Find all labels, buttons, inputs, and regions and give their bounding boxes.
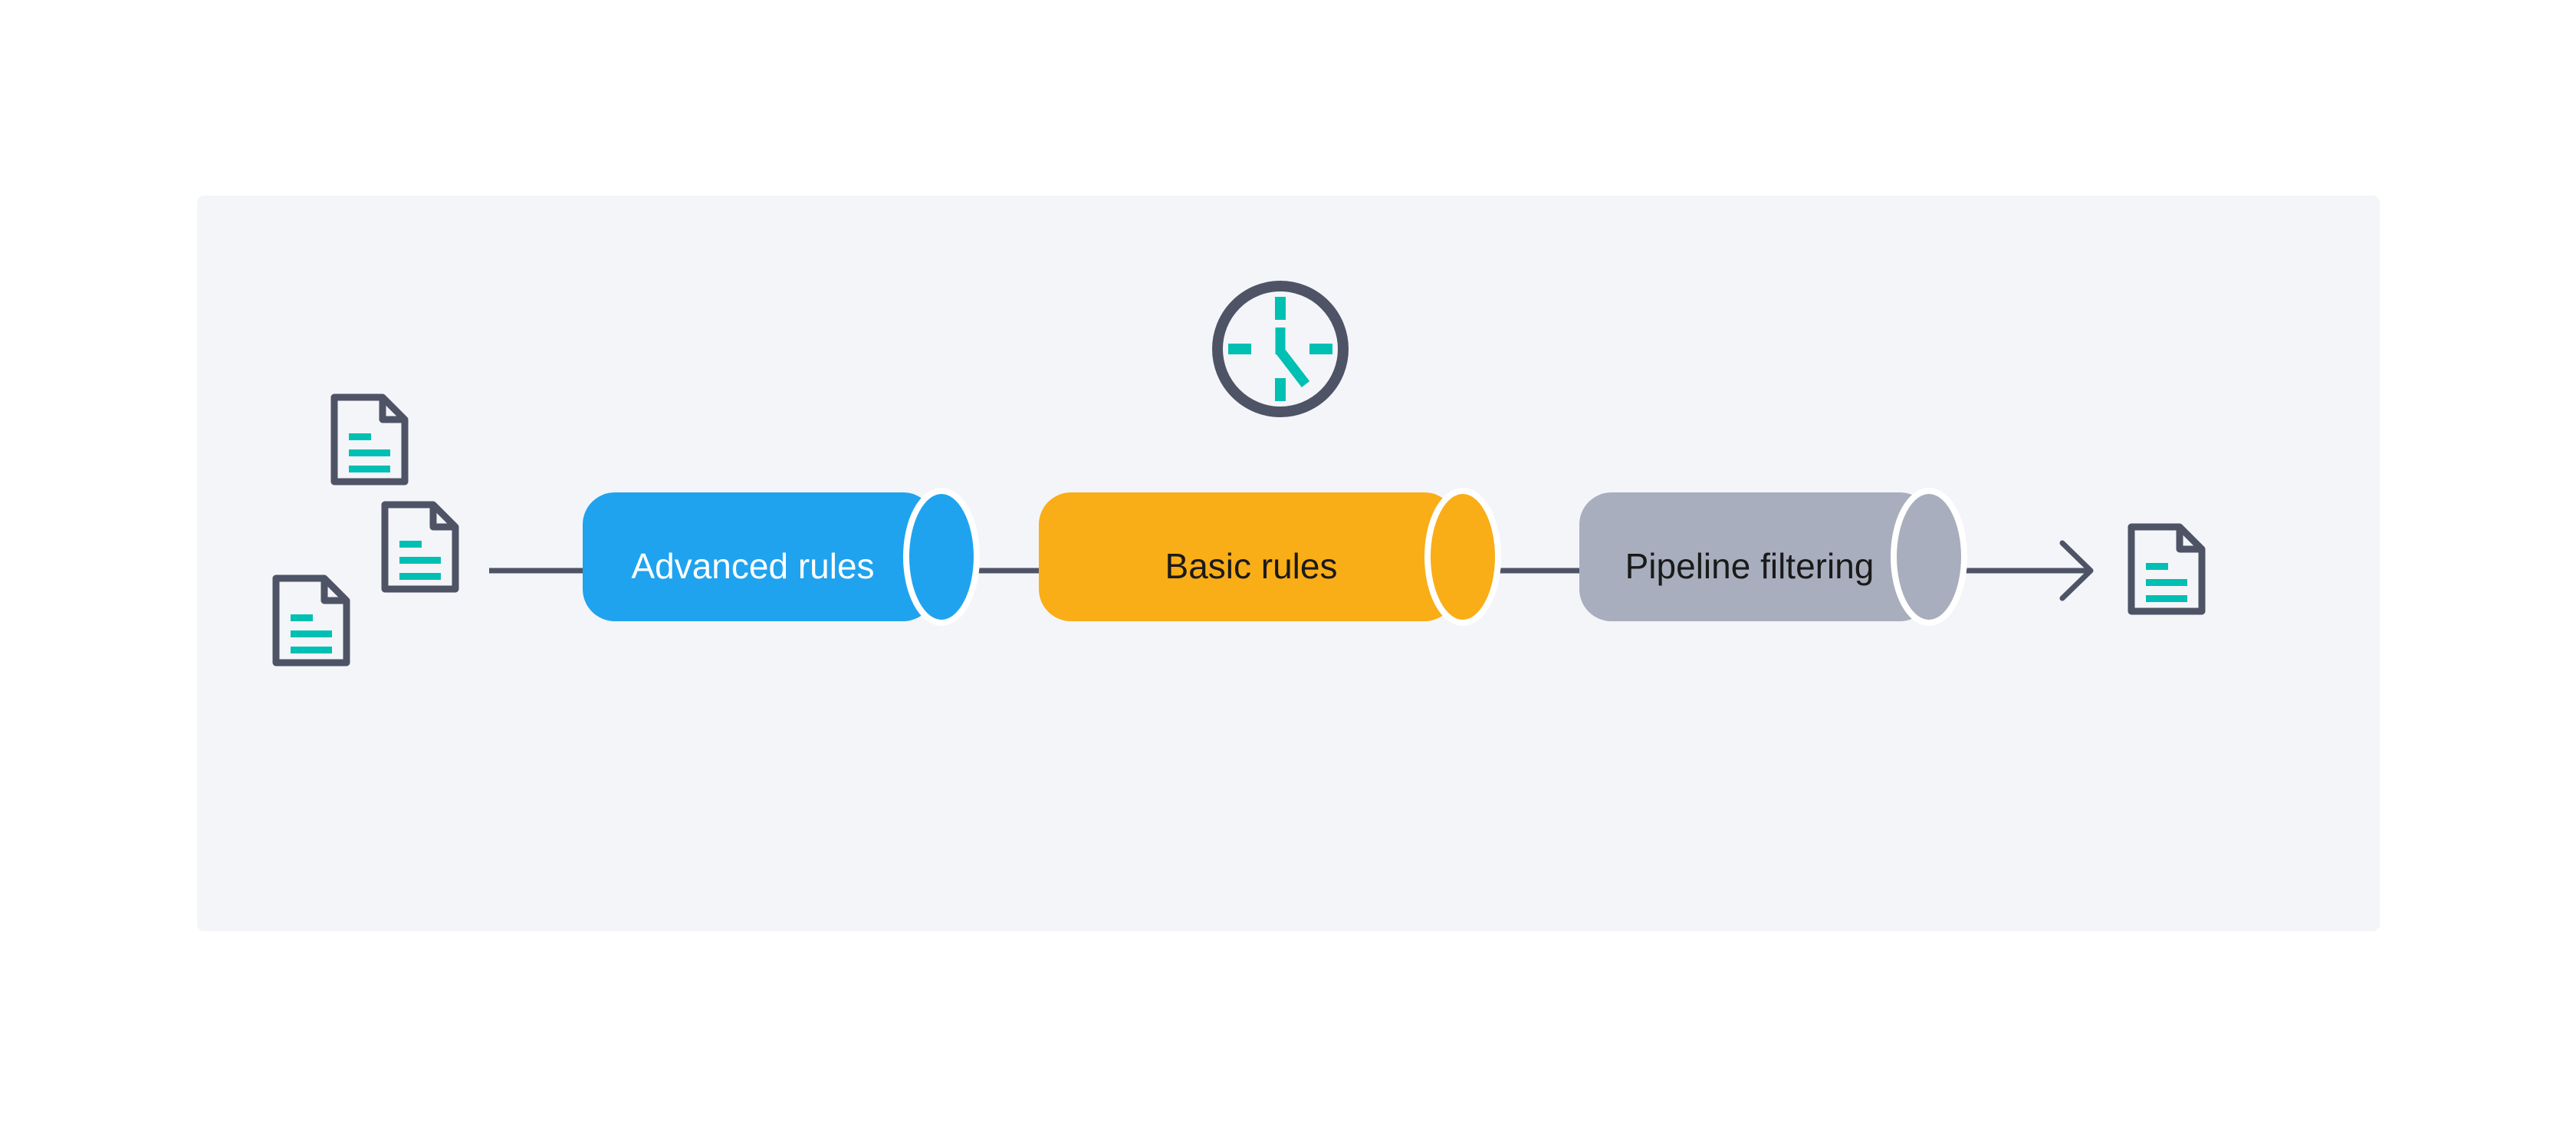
clock-tick-6	[1275, 378, 1286, 401]
clock-tick-12	[1275, 297, 1286, 320]
clock-face-outline	[1212, 281, 1349, 417]
cylinder-cap-advanced-rules-front	[903, 488, 980, 626]
cylinder-cap-basic-rules-front	[1424, 488, 1501, 626]
stage-pipeline-filtering[interactable]: Pipeline filtering	[1579, 488, 1967, 626]
stage-label-pipeline-filtering: Pipeline filtering	[1625, 546, 1875, 586]
cylinder-body-basic-rules	[1039, 492, 1457, 621]
stage-basic-rules[interactable]: Basic rules	[1039, 488, 1501, 626]
output-document-group	[2131, 527, 2202, 611]
arrowhead-icon	[2059, 540, 2094, 601]
document-icon-input-2	[385, 505, 455, 589]
document-icon-input-1	[334, 397, 405, 482]
clock-tick-9	[1228, 344, 1251, 354]
clock-hour-hand	[1276, 348, 1310, 387]
cylinder-body-pipeline-filtering	[1579, 492, 1932, 621]
document-icon-input-3	[276, 578, 347, 663]
cylinder-body-advanced-rules	[583, 492, 935, 621]
cylinder-cap-pipeline-filtering-front	[1891, 488, 1967, 626]
clock-tick-3	[1309, 344, 1332, 354]
document-icon-output	[2131, 527, 2202, 611]
stage-advanced-rules[interactable]: Advanced rules	[583, 488, 980, 626]
stage-label-basic-rules: Basic rules	[1165, 546, 1338, 586]
stage-label-advanced-rules: Advanced rules	[631, 546, 874, 586]
clock-icon	[1212, 281, 1349, 417]
input-document-group	[276, 397, 455, 663]
